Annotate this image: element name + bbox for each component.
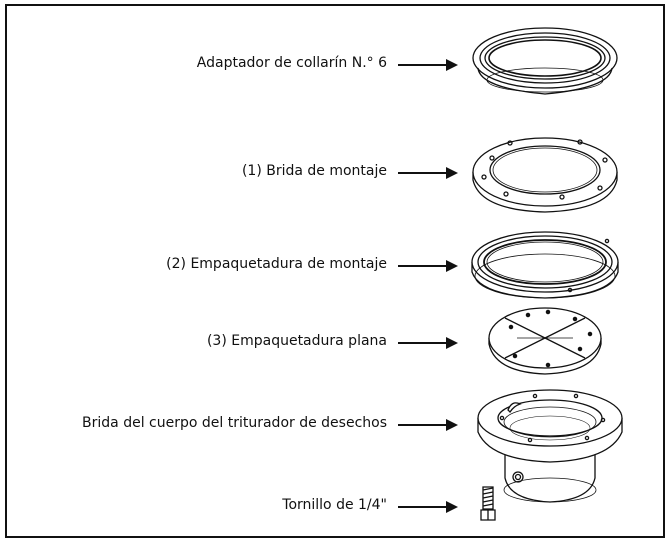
label-mounting-flange: (1) Brida de montaje bbox=[241, 163, 387, 179]
arrow-flat-gasket bbox=[398, 337, 458, 349]
arrow-collar-adapter bbox=[398, 59, 458, 71]
label-screw: Tornillo de 1/4" bbox=[282, 497, 387, 513]
collar-adapter-part bbox=[472, 27, 618, 95]
mounting-gasket-part bbox=[471, 231, 619, 299]
mounting-flange-part bbox=[472, 137, 618, 213]
flat-gasket-part bbox=[488, 307, 602, 375]
label-flat-gasket: (3) Empaquetadura plana bbox=[206, 333, 387, 349]
arrow-mounting-flange bbox=[398, 167, 458, 179]
screw-part bbox=[480, 486, 496, 521]
arrow-body-flange bbox=[398, 419, 458, 431]
arrow-mounting-gasket bbox=[398, 260, 458, 272]
arrow-screw bbox=[398, 501, 458, 513]
label-mounting-gasket: (2) Empaquetadura de montaje bbox=[166, 256, 387, 272]
label-body-flange: Brida del cuerpo del triturador de desec… bbox=[82, 415, 387, 431]
label-collar-adapter: Adaptador de collarín N.° 6 bbox=[196, 55, 387, 71]
body-flange-part bbox=[477, 389, 623, 503]
